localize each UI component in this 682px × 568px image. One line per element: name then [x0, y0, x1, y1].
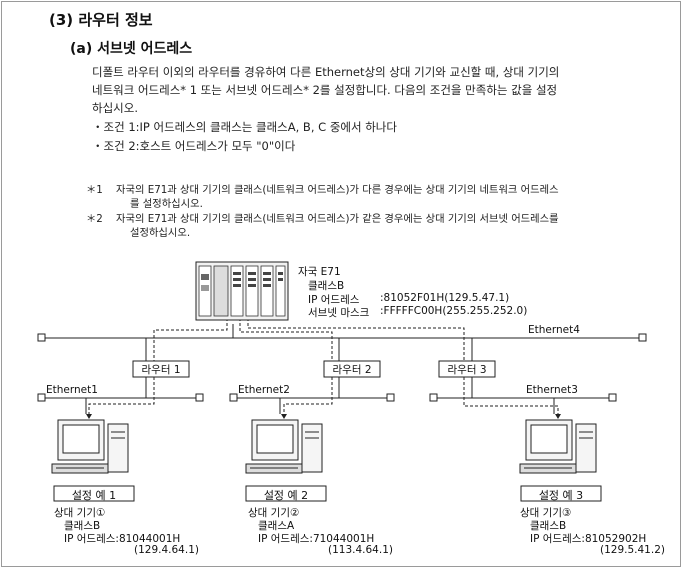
- line-terminator: [195, 393, 204, 402]
- footnote-line: 를 설정하십시오.: [130, 198, 203, 210]
- line-terminator: [37, 333, 46, 342]
- route-path-3: [247, 318, 465, 361]
- router-1-label: 라우터 1: [141, 364, 181, 376]
- ethernet1-label: Ethernet1: [46, 384, 98, 396]
- condition-1: ・조건 1:IP 어드레스의 클래스는 클래스A, B, C 중에서 하나다: [92, 120, 397, 134]
- route-path-1: [153, 318, 228, 361]
- route-path-3b: [463, 377, 559, 414]
- device-1-class: 클래스B: [64, 520, 101, 532]
- footnote-line: 자국의 E71과 상대 기기의 클래스(네트워크 어드레스)가 같은 경우에는 …: [116, 213, 559, 225]
- body-line: 디폴트 라우터 이외의 라우터를 경유하여 다른 Ethernet상의 상대 기…: [92, 65, 560, 79]
- ethernet2-label: Ethernet2: [238, 384, 290, 396]
- device-2-ip: IP 어드레스:71044001H: [258, 533, 375, 545]
- body-line: 네트워크 어드레스* 1 또는 서브넷 어드레스* 2를 설정합니다. 다음의 …: [92, 83, 558, 97]
- line-terminator: [638, 333, 647, 342]
- arrow-head: [281, 414, 287, 419]
- device-3-ip: IP 어드레스:81052902H: [530, 533, 647, 545]
- computer-icon-2: [245, 419, 323, 474]
- footnote-mark: ＊2: [86, 213, 103, 225]
- router-2-label: 라우터 2: [332, 364, 372, 376]
- station-mask-label: 서브넷 마스크: [308, 307, 370, 319]
- plc-rack-icon: [195, 261, 289, 321]
- line-terminator: [608, 393, 617, 402]
- footnote-line: 자국의 E71과 상대 기기의 클래스(네트워크 어드레스)가 다른 경우에는 …: [116, 184, 559, 196]
- computer-icon-1: [51, 419, 129, 474]
- example-3-label: 설정 예 3: [538, 489, 584, 502]
- footnote-line: 설정하십시오.: [130, 227, 191, 239]
- station-class: 클래스B: [308, 280, 345, 292]
- device-1-name: 상대 기기①: [54, 507, 106, 519]
- route-path-2b: [283, 377, 333, 414]
- example-1-label: 설정 예 1: [71, 489, 117, 502]
- footnote-mark: ＊1: [86, 184, 103, 196]
- device-2-class: 클래스A: [258, 520, 295, 532]
- device-1-ip: IP 어드레스:81044001H: [64, 533, 181, 545]
- station-ip-value: :81052F01H(129.5.47.1): [380, 292, 510, 304]
- router-1-box: [132, 360, 190, 378]
- station-ip-label: IP 어드레스: [308, 294, 360, 306]
- example-2-label: 설정 예 2: [263, 489, 309, 502]
- router-3-box: [438, 360, 496, 378]
- computer-icon-3: [519, 419, 597, 474]
- example-2-box: [245, 485, 327, 502]
- line-terminator: [229, 393, 238, 402]
- route-path-2: [239, 318, 333, 361]
- route-path-1b: [88, 377, 155, 414]
- device-2-dotted: (113.4.64.1): [328, 544, 393, 556]
- station-mask-value: :FFFFFC00H(255.255.252.0): [380, 305, 528, 317]
- router-3-label: 라우터 3: [447, 364, 487, 376]
- device-3-dotted: (129.5.41.2): [600, 544, 665, 556]
- condition-2: ・조건 2:호스트 어드레스가 모두 "0"이다: [92, 139, 296, 153]
- router-2-box: [323, 360, 381, 378]
- line-terminator: [429, 393, 438, 402]
- example-3-box: [520, 485, 602, 502]
- arrow-head: [555, 414, 561, 419]
- device-1-dotted: (129.4.64.1): [134, 544, 199, 556]
- ethernet3-label: Ethernet3: [526, 384, 578, 396]
- sub-title: (a) 서브넷 어드레스: [70, 41, 193, 57]
- device-3-name: 상대 기기③: [520, 507, 572, 519]
- section-title: (3) 라우터 정보: [49, 11, 153, 29]
- body-line: 하십시오.: [92, 101, 138, 115]
- example-1-box: [53, 485, 135, 502]
- arrow-head: [86, 414, 92, 419]
- device-3-class: 클래스B: [530, 520, 567, 532]
- device-2-name: 상대 기기②: [248, 507, 300, 519]
- ethernet4-label: Ethernet4: [528, 324, 580, 336]
- line-terminator: [37, 393, 46, 402]
- line-terminator: [386, 393, 395, 402]
- station-name: 자국 E71: [298, 266, 341, 278]
